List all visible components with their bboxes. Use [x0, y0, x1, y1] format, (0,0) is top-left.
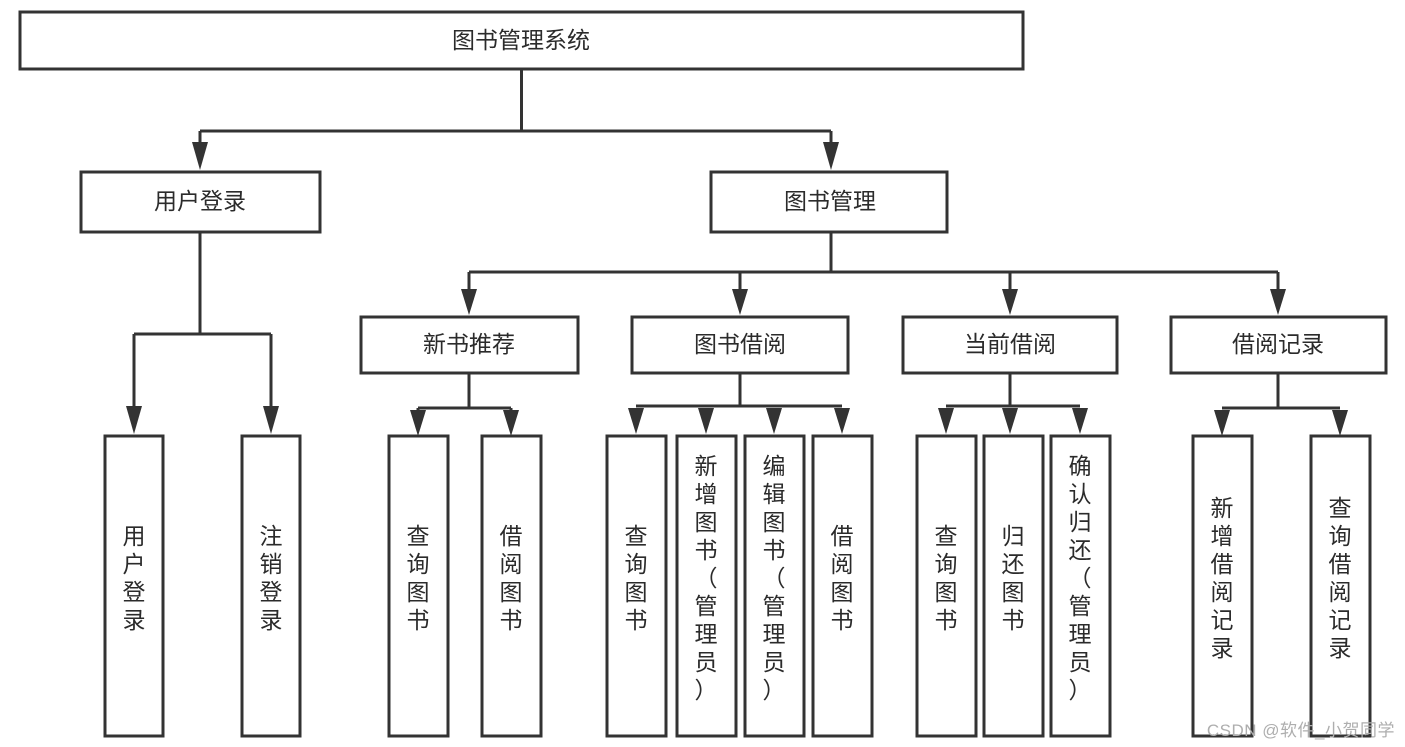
arrow-head-leaf-borrow-book-2	[834, 408, 850, 434]
node-leaf-add-book-label: 新增图书（管理员）	[695, 453, 718, 703]
node-leaf-query-book-1-box[interactable]	[387, 434, 450, 738]
node-leaf-user-logout[interactable]: 注销登录	[240, 434, 302, 738]
node-leaf-query-book-1-label: 查询图书	[407, 523, 430, 633]
node-leaf-query-book-2-label: 查询图书	[625, 523, 648, 633]
node-book-manage-box[interactable]	[709, 170, 949, 234]
node-leaf-add-record[interactable]: 新增借阅记录	[1191, 434, 1254, 738]
node-leaf-borrow-book-2-label: 借阅图书	[831, 523, 854, 633]
node-leaf-user-logout-box[interactable]	[240, 434, 302, 738]
node-current-borrow-label: 当前借阅	[964, 331, 1056, 357]
node-leaf-borrow-book-1-label: 借阅图书	[500, 523, 523, 633]
node-leaf-edit-book-box[interactable]	[743, 434, 806, 738]
node-leaf-borrow-book-1-box[interactable]	[480, 434, 543, 738]
node-leaf-confirm-return[interactable]: 确认归还（管理员）	[1049, 434, 1112, 738]
node-leaf-return-book-box[interactable]	[982, 434, 1045, 738]
node-leaf-user-logout-label: 注销登录	[260, 523, 283, 633]
node-user-login[interactable]: 用户登录	[79, 170, 322, 234]
node-book-manage[interactable]: 图书管理	[709, 170, 949, 234]
arrow-head-leaf-query-book-2	[628, 408, 644, 434]
node-leaf-confirm-return-label: 确认归还（管理员）	[1069, 453, 1092, 703]
node-borrow-record-box[interactable]	[1169, 315, 1388, 375]
node-borrow-record-label: 借阅记录	[1232, 331, 1324, 357]
node-new-book-rec[interactable]: 新书推荐	[359, 315, 580, 375]
node-leaf-return-book-label: 归还图书	[1002, 523, 1025, 633]
arrow-head-leaf-add-book	[698, 408, 714, 434]
node-root[interactable]: 图书管理系统	[18, 10, 1025, 71]
node-leaf-add-record-box[interactable]	[1191, 434, 1254, 738]
node-root-box[interactable]	[18, 10, 1025, 71]
arrow-head-leaf-query-book-3	[938, 408, 954, 434]
node-leaf-add-book-box[interactable]	[675, 434, 738, 738]
arrow-head-leaf-edit-book	[766, 408, 782, 434]
connector-group-user-login	[126, 232, 279, 434]
node-book-borrow-label: 图书借阅	[694, 331, 786, 357]
arrow-head-new-book-rec	[461, 289, 477, 315]
connector-group-root	[192, 69, 839, 170]
connector-group-book-manage	[461, 232, 1286, 315]
node-leaf-query-book-3-box[interactable]	[915, 434, 978, 738]
node-book-borrow[interactable]: 图书借阅	[630, 315, 850, 375]
arrow-head-user-login	[192, 142, 208, 170]
arrow-head-leaf-query-record	[1332, 410, 1348, 436]
node-current-borrow-box[interactable]	[901, 315, 1119, 375]
arrow-head-book-manage	[823, 142, 839, 170]
node-leaf-query-book-3[interactable]: 查询图书	[915, 434, 978, 738]
node-leaf-add-record-label: 新增借阅记录	[1211, 495, 1234, 661]
csdn-watermark: CSDN @软件_小贺同学	[1206, 721, 1395, 740]
node-current-borrow[interactable]: 当前借阅	[901, 315, 1119, 375]
arrow-head-borrow-record	[1270, 289, 1286, 315]
node-leaf-edit-book-label: 编辑图书（管理员）	[763, 453, 786, 703]
arrow-head-leaf-add-record	[1214, 410, 1230, 436]
node-leaf-edit-book[interactable]: 编辑图书（管理员）	[743, 434, 806, 738]
node-leaf-borrow-book-2-box[interactable]	[811, 434, 874, 738]
node-leaf-query-record-box[interactable]	[1309, 434, 1372, 738]
connector-group-book-borrow	[628, 373, 850, 434]
arrow-head-leaf-user-logout	[263, 406, 279, 434]
node-new-book-rec-box[interactable]	[359, 315, 580, 375]
node-leaf-return-book[interactable]: 归还图书	[982, 434, 1045, 738]
arrow-head-current-borrow	[1002, 289, 1018, 315]
arrow-head-book-borrow	[732, 289, 748, 315]
node-new-book-rec-label: 新书推荐	[423, 331, 515, 357]
node-leaf-query-book-1[interactable]: 查询图书	[387, 434, 450, 738]
arrow-head-leaf-query-book-1	[410, 410, 426, 436]
node-leaf-query-book-3-label: 查询图书	[935, 523, 958, 633]
node-book-borrow-box[interactable]	[630, 315, 850, 375]
node-leaf-user-login[interactable]: 用户登录	[103, 434, 165, 738]
node-leaf-query-book-2[interactable]: 查询图书	[605, 434, 668, 738]
node-user-login-label: 用户登录	[154, 188, 246, 214]
node-leaf-confirm-return-box[interactable]	[1049, 434, 1112, 738]
arrow-head-leaf-confirm-return	[1072, 408, 1088, 434]
node-leaf-user-login-label: 用户登录	[123, 523, 146, 633]
node-leaf-add-book[interactable]: 新增图书（管理员）	[675, 434, 738, 738]
node-leaf-borrow-book-1[interactable]: 借阅图书	[480, 434, 543, 738]
arrow-head-leaf-user-login	[126, 406, 142, 434]
arrow-head-leaf-borrow-book-1	[503, 410, 519, 436]
connector-group-borrow-record	[1214, 373, 1348, 436]
node-book-manage-label: 图书管理	[784, 188, 876, 214]
node-leaf-user-login-box[interactable]	[103, 434, 165, 738]
node-leaf-query-book-2-box[interactable]	[605, 434, 668, 738]
connector-group-current-borrow	[938, 373, 1088, 434]
node-user-login-box[interactable]	[79, 170, 322, 234]
node-borrow-record[interactable]: 借阅记录	[1169, 315, 1388, 375]
connector-group-new-book-rec	[410, 373, 519, 436]
node-leaf-borrow-book-2[interactable]: 借阅图书	[811, 434, 874, 738]
node-leaf-query-record[interactable]: 查询借阅记录	[1309, 434, 1372, 738]
arrow-head-leaf-return-book	[1002, 408, 1018, 434]
node-root-label: 图书管理系统	[452, 27, 590, 53]
node-leaf-query-record-label: 查询借阅记录	[1329, 495, 1352, 661]
